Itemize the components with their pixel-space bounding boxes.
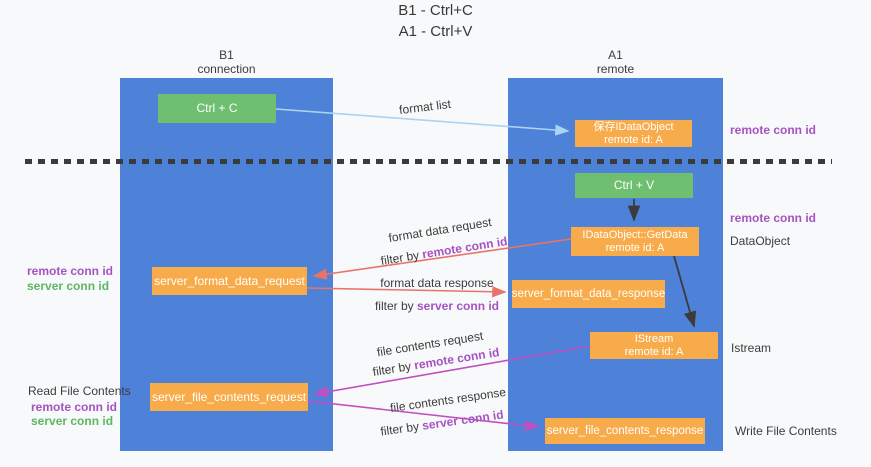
node-server-format-data-response: server_format_data_response bbox=[512, 280, 665, 308]
node-server-file-contents-request-label: server_file_contents_request bbox=[151, 389, 307, 404]
dashed-separator bbox=[25, 159, 832, 164]
node-ctrl-c: Ctrl + C bbox=[158, 94, 276, 123]
lane-header-a1: A1 remote bbox=[508, 48, 723, 76]
remote-conn-id-label-top-right: remote conn id bbox=[730, 123, 817, 137]
lane-a1-subtitle: remote bbox=[596, 62, 635, 76]
lane-a1-title: A1 bbox=[608, 48, 623, 62]
istream-label: Istream bbox=[731, 341, 772, 355]
filter-by-text-3: filter by bbox=[371, 358, 416, 379]
dataobject-label: DataObject bbox=[730, 234, 791, 248]
node-istream-line2: remote id: A bbox=[624, 345, 684, 358]
diagram-title: B1 - Ctrl+C A1 - Ctrl+V bbox=[0, 0, 871, 42]
node-server-file-contents-response: server_file_contents_response bbox=[545, 418, 705, 444]
node-server-file-contents-request: server_file_contents_request bbox=[150, 383, 308, 411]
lane-b1-subtitle: connection bbox=[197, 62, 256, 76]
node-save-idataobject-line1: 保存IDataObject bbox=[593, 120, 674, 133]
filter-by-key-2: server conn id bbox=[416, 299, 500, 313]
read-file-contents-label: Read File Contents bbox=[28, 384, 131, 398]
remote-conn-id-label-mid-right: remote conn id bbox=[730, 211, 817, 225]
filter-by-text-1: filter by bbox=[379, 247, 424, 268]
node-idataobject-getdata-line1: IDataObject::GetData bbox=[582, 228, 688, 241]
node-server-format-data-response-label: server_format_data_response bbox=[511, 287, 666, 300]
lane-b1-title: B1 bbox=[219, 48, 234, 62]
server-conn-id-label-left-1: server conn id bbox=[27, 279, 110, 293]
diagram-title-line2: A1 - Ctrl+V bbox=[398, 23, 473, 40]
filter-by-server-conn-id-label-2: filter by server conn id bbox=[327, 299, 547, 313]
diagram-title-line1: B1 - Ctrl+C bbox=[398, 2, 473, 19]
node-server-format-data-request-label: server_format_data_request bbox=[154, 273, 305, 288]
remote-conn-id-label-left-2: remote conn id bbox=[31, 400, 118, 414]
node-istream-line1: IStream bbox=[634, 332, 674, 345]
server-conn-id-label-left-2: server conn id bbox=[31, 414, 114, 428]
node-server-file-contents-response-label: server_file_contents_response bbox=[546, 424, 704, 437]
node-ctrl-v-label: Ctrl + V bbox=[613, 178, 655, 192]
node-server-format-data-request: server_format_data_request bbox=[152, 267, 307, 295]
node-istream: IStream remote id: A bbox=[590, 332, 718, 359]
filter-by-key-1: remote conn id bbox=[421, 234, 509, 262]
filter-by-key-4: server conn id bbox=[421, 407, 505, 433]
remote-conn-id-label-left-1: remote conn id bbox=[27, 264, 114, 278]
node-idataobject-getdata: IDataObject::GetData remote id: A bbox=[571, 227, 699, 256]
format-data-response-label: format data response bbox=[380, 276, 494, 290]
node-ctrl-v: Ctrl + V bbox=[575, 173, 693, 198]
format-list-label: format list bbox=[398, 96, 452, 118]
node-save-idataobject-line2: remote id: A bbox=[604, 133, 663, 146]
node-save-idataobject: 保存IDataObject remote id: A bbox=[575, 120, 692, 147]
node-idataobject-getdata-line2: remote id: A bbox=[605, 241, 665, 254]
filter-by-text-4: filter by bbox=[379, 418, 424, 439]
filter-by-text-2: filter by bbox=[374, 299, 417, 313]
write-file-contents-label: Write File Contents bbox=[735, 424, 837, 438]
lane-header-b1: B1 connection bbox=[120, 48, 333, 76]
node-ctrl-c-label: Ctrl + C bbox=[196, 101, 238, 115]
